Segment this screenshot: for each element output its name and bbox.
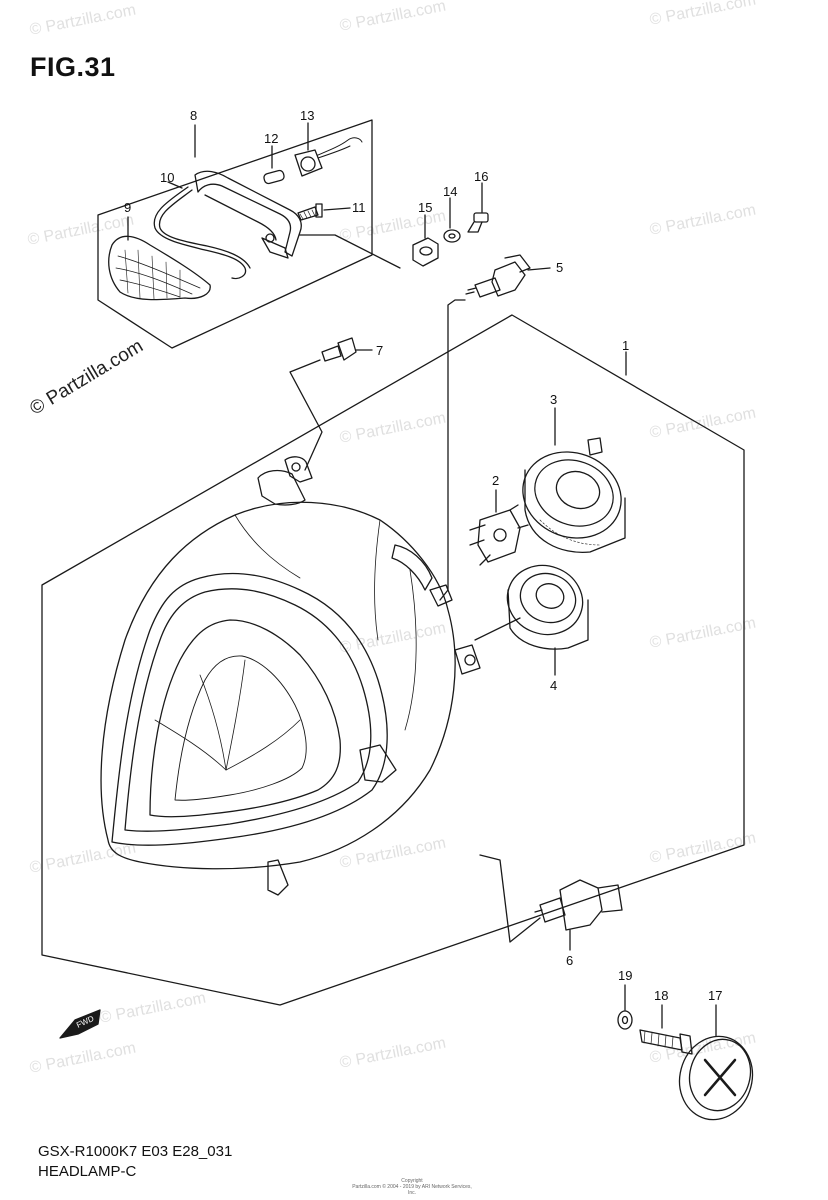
callout-18: 18 bbox=[654, 988, 668, 1003]
callout-2: 2 bbox=[492, 473, 499, 488]
callout-1: 1 bbox=[622, 338, 629, 353]
part-13-socket bbox=[294, 122, 363, 177]
callout-17: 17 bbox=[708, 988, 722, 1003]
part-4-ring bbox=[506, 564, 589, 676]
callout-11: 11 bbox=[352, 200, 366, 215]
callout-10: 10 bbox=[160, 170, 174, 185]
part-9-cover bbox=[108, 216, 211, 301]
part-12-bulb bbox=[263, 145, 285, 185]
fwd-arrow bbox=[59, 1009, 101, 1039]
part-8-bracket bbox=[194, 170, 302, 259]
callout-19: 19 bbox=[618, 968, 632, 983]
subassembly-8-box bbox=[97, 119, 373, 349]
part-11-screw bbox=[297, 203, 351, 221]
callout-6: 6 bbox=[566, 953, 573, 968]
callout-16: 16 bbox=[474, 169, 488, 184]
part-7-screw bbox=[321, 337, 373, 362]
copyright-line: Partzilla.com © 2004 - 2019 by ARI Netwo… bbox=[352, 1184, 472, 1196]
part-5-bulb bbox=[465, 254, 551, 298]
callout-8: 8 bbox=[190, 108, 197, 123]
leader-line bbox=[479, 854, 541, 943]
callout-15: 15 bbox=[418, 200, 432, 215]
headlamp-housing bbox=[100, 456, 481, 896]
copyright-note: Copyright Partzilla.com © 2004 - 2019 by… bbox=[352, 1178, 472, 1196]
leader-line bbox=[439, 299, 466, 601]
callout-labels: 1 2 3 4 5 6 7 8 9 10 11 12 13 14 15 16 1… bbox=[75, 108, 722, 1030]
section-name: HEADLAMP-C bbox=[38, 1163, 137, 1180]
callout-4: 4 bbox=[550, 678, 557, 693]
callout-3: 3 bbox=[550, 392, 557, 407]
callout-9: 9 bbox=[124, 200, 131, 215]
callout-7: 7 bbox=[376, 343, 383, 358]
leader-line bbox=[299, 234, 401, 269]
part-10-harness bbox=[153, 181, 251, 280]
figure-title: FIG.31 bbox=[30, 52, 116, 82]
callout-12: 12 bbox=[264, 131, 278, 146]
assembly-1-box bbox=[41, 314, 745, 1006]
part-17-cap bbox=[678, 1004, 754, 1121]
part-3-ring bbox=[522, 407, 626, 554]
part-16-bolt bbox=[467, 182, 489, 233]
part-19-washer bbox=[617, 984, 633, 1030]
part-14-washer bbox=[443, 197, 461, 243]
callout-5: 5 bbox=[556, 260, 563, 275]
leader-line bbox=[474, 617, 521, 641]
part-15-grommet bbox=[412, 214, 439, 267]
model-code: GSX-R1000K7 E03 E28_031 bbox=[38, 1143, 233, 1160]
callout-13: 13 bbox=[300, 108, 314, 123]
copyright-line: Copyright bbox=[401, 1178, 423, 1184]
part-6-bulb bbox=[534, 879, 623, 951]
part-18-bolt bbox=[639, 1004, 693, 1055]
part-2-socket bbox=[469, 489, 529, 566]
callout-14: 14 bbox=[443, 184, 457, 199]
leader-line bbox=[289, 359, 323, 471]
